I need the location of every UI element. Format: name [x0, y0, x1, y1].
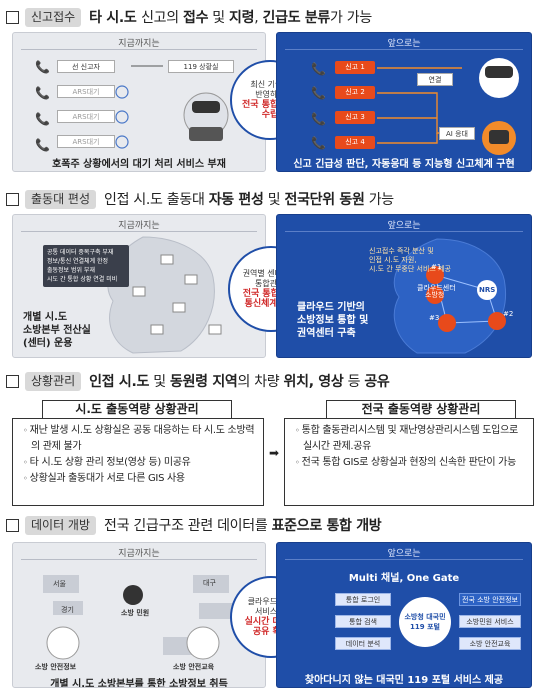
panel-title: 지금까지는	[118, 39, 160, 49]
panel-title: 앞으로는	[387, 39, 421, 49]
checkbox-icon	[6, 518, 19, 532]
section-tag: 상황관리	[25, 371, 82, 391]
bullet-item: ◦ 재난 발생 시.도 상황실은 공동 대응하는 타 시.도 소방력의 관제 불…	[23, 425, 255, 452]
phone-icon: 📞	[35, 111, 50, 126]
section-heading: 인접 시.도 및 동원령 지역의 차량 위치, 영상 등 공유	[89, 374, 390, 390]
section-2-heading: 출동대 편성 인접 시.도 출동대 자동 편성 및 전국단위 동원 가능	[6, 188, 394, 210]
phone-icon: 📞	[311, 61, 326, 76]
region-label: 대구	[203, 579, 216, 587]
bullet-item: ◦ 상황실과 출동대가 서로 다른 GIS 사용	[23, 473, 185, 484]
service-item: 소방민원 서비스	[459, 615, 521, 628]
benefit-note: 신고접수 즉각 분산 및 인접 시.도 자원, 시.도 간 무중단 서비스 제공	[369, 247, 451, 273]
divider	[285, 559, 523, 560]
arrow-right-icon: ➡	[268, 446, 280, 460]
service-item: 데이터 분석	[335, 637, 391, 650]
section-2-future-panel: 앞으로는 신고접수 즉각 분산 및 인접 시.도 자원, 시.도 간 무중단 서…	[276, 214, 532, 358]
cloud-center-node: 클라우드센터	[417, 284, 456, 292]
future-capability-title: 전국 출동역량 상황관리	[326, 400, 516, 420]
service-item: 통합 로그인	[335, 593, 391, 606]
phone-icon: 📞	[311, 111, 326, 126]
section-1-future-panel: 앞으로는 📞 📞 📞 📞 신고 1 신고 2 신고 3 신고 4 연결 AI 응…	[276, 32, 532, 172]
panel-title: 지금까지는	[118, 549, 160, 559]
checkbox-icon	[6, 374, 19, 388]
ai-response-label: AI 응대	[439, 127, 475, 140]
section-heading: 인접 시.도 출동대 자동 편성 및 전국단위 동원 가능	[104, 192, 394, 208]
report-item: 신고 3	[335, 111, 375, 124]
section-tag: 신고접수	[25, 7, 82, 27]
panel-caption: 개별 시.도 소방본부 전산실 (센터) 운용	[23, 312, 91, 349]
fire-agency-node: 소방청	[425, 291, 445, 299]
phone-icon: 📞	[35, 85, 50, 100]
section-heading: 전국 긴급구조 관련 데이터를 표준으로 통합 개방	[104, 518, 382, 534]
region-node: #2	[503, 310, 514, 318]
fire-civil-service-label: 소방 민원	[121, 609, 150, 617]
phone-icon: 📞	[311, 135, 326, 150]
control-room-label: 119 상황실	[168, 60, 234, 73]
report-item: 신고 4	[335, 136, 375, 149]
connect-label: 연결	[417, 73, 453, 86]
divider	[21, 559, 257, 560]
issue-list: 공통 데이터 중복구축 부재 정보/통신 연결체계 한정 출동정보 범위 부재 …	[43, 245, 129, 287]
region-label: 경기	[61, 606, 74, 614]
bullet-item: ◦ 타 시.도 상황 관리 정보(영상 등) 미공유	[23, 457, 191, 468]
cloud-network-illustration	[393, 238, 507, 354]
panel-caption: 신고 긴급성 판단, 자동응대 등 지능형 신고체계 구현	[293, 159, 515, 170]
panel-title: 앞으로는	[387, 549, 421, 559]
report-item: 신고 2	[335, 86, 375, 99]
current-capability-title: 시.도 출동역량 상황관리	[42, 400, 232, 420]
divider	[21, 231, 257, 232]
section-1-heading: 신고접수 타 시.도 신고의 접수 및 지령, 긴급도 분류가 가능	[6, 6, 372, 28]
panel-caption: 찾아다니지 않는 대국민 119 포털 서비스 제공	[304, 675, 504, 686]
bullet-item: ◦ 전국 통합 GIS로 상황실과 현장의 신속한 판단이 가능	[295, 457, 516, 468]
nrs-node: NRS	[479, 286, 496, 294]
smart-report-diagram: 📞 📞 📞 📞	[311, 58, 519, 155]
ars-wait-label: ARS대기	[57, 110, 115, 123]
section-4-future-panel: 앞으로는 Multi 채널, One Gate 통합 로그인 통합 검색 데이터…	[276, 542, 532, 688]
gate-label: Multi 채널, One Gate	[348, 573, 460, 584]
service-item: 통합 검색	[335, 615, 391, 628]
panel-caption: 개별 시.도 소방본부를 통한 소방정보 취득	[50, 679, 228, 688]
divider	[285, 49, 523, 50]
panel-caption: 클라우드 기반의 소방정보 통합 및 권역센터 구축	[297, 302, 369, 339]
section-4-current-panel: 지금까지는 서울 소방 민원 경기 대구 소방 안전정보 소방 안전교육 개별 …	[12, 542, 266, 688]
section-tag: 출동대 편성	[25, 189, 97, 209]
phone-icon: 📞	[35, 137, 50, 152]
panel-title: 지금까지는	[118, 221, 160, 231]
region-node: #1	[431, 263, 442, 271]
section-4-heading: 데이터 개방 전국 긴급구조 관련 데이터를 표준으로 통합 개방	[6, 514, 382, 536]
scattered-info-illustration	[43, 575, 233, 660]
fire-safety-info-label: 소방 안전정보	[35, 663, 77, 671]
divider	[21, 49, 257, 50]
region-node: #3	[429, 314, 440, 322]
section-2-current-panel: 지금까지는 공통 데이터 중복구축 부재 정보/통신 연결체계 한정 출동정보 …	[12, 214, 266, 358]
checkbox-icon	[6, 192, 19, 206]
phone-icon: 📞	[35, 59, 50, 74]
panel-title: 앞으로는	[387, 221, 421, 231]
current-capability-box: ◦ 재난 발생 시.도 상황실은 공동 대응하는 타 시.도 소방력의 관제 불…	[12, 418, 264, 506]
service-item: 전국 소방 안전정보	[459, 593, 521, 606]
ars-wait-label: ARS대기	[57, 135, 115, 148]
service-item: 소방 안전교육	[459, 637, 521, 650]
checkbox-icon	[6, 10, 19, 24]
divider	[285, 231, 523, 232]
ars-wait-label: ARS대기	[57, 85, 115, 98]
first-caller-label: 선 신고자	[57, 60, 115, 73]
call-queue-diagram: 📞 📞 📞 📞	[35, 59, 229, 152]
fire-safety-edu-label: 소방 안전교육	[173, 663, 215, 671]
phone-icon: 📞	[311, 85, 326, 100]
region-label: 서울	[53, 580, 66, 588]
portal-hub: 소방청 대국민 119 포털	[399, 597, 451, 647]
section-heading: 타 시.도 신고의 접수 및 지령, 긴급도 분류가 가능	[89, 10, 372, 26]
section-1-current-panel: 지금까지는 📞 📞 📞 📞 선 신고자 ARS대기 ARS대기 ARS대기 11…	[12, 32, 266, 172]
section-tag: 데이터 개방	[25, 515, 97, 535]
panel-caption: 호폭주 상황에서의 대기 처리 서비스 부재	[52, 159, 226, 170]
report-item: 신고 1	[335, 61, 375, 74]
section-3-heading: 상황관리 인접 시.도 및 동원령 지역의 차량 위치, 영상 등 공유	[6, 370, 390, 392]
bullet-item: ◦ 통합 출동관리시스템 및 재난영상관리시스템 도입으로 실시간 관제.공유	[295, 425, 518, 452]
future-capability-box: ◦ 통합 출동관리시스템 및 재난영상관리시스템 도입으로 실시간 관제.공유 …	[284, 418, 534, 506]
